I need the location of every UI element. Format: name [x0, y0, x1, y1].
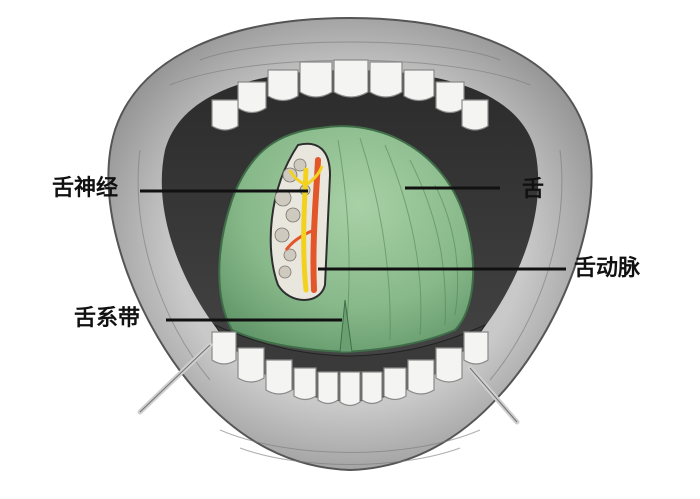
frenulum-fold [339, 299, 353, 353]
label-lingual-nerve: 舌神经 [52, 176, 119, 201]
label-tongue: 舌 [522, 177, 545, 202]
gland-tissue [274, 158, 311, 279]
label-lingual-artery: 舌动脉 [574, 256, 641, 281]
lower-teeth [211, 331, 489, 407]
right-retractor-edge [469, 367, 518, 423]
nerve-branch [305, 165, 324, 187]
label-frenulum: 舌系带 [74, 306, 141, 331]
lingual-nerve [301, 167, 309, 293]
artery-branch [284, 228, 315, 251]
upper-teeth [211, 59, 489, 131]
left-retractor-edge [139, 344, 211, 413]
nerve-branch [288, 169, 307, 187]
